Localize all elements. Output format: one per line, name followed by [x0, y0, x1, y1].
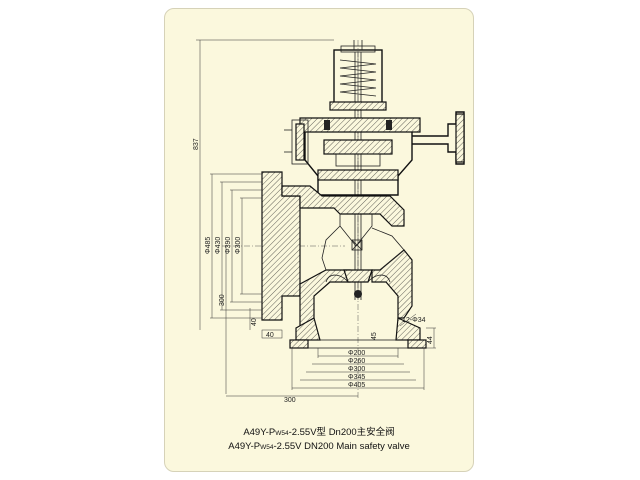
dim-300-horizontal: 300: [284, 397, 296, 404]
bonnet: [284, 117, 421, 196]
dim-837: 837: [193, 138, 200, 150]
dim-d390: Φ390: [225, 237, 232, 254]
dim-d345: Φ345: [348, 374, 365, 381]
dim-d405: Φ405: [348, 382, 365, 389]
caption-chinese: A49Y-PW54-2.55V型 Dn200主安全阀: [243, 427, 395, 438]
dim-44: 44: [427, 336, 434, 344]
dim-45: 45: [371, 332, 378, 340]
dim-12-d34: 12-Φ34: [402, 317, 426, 324]
drawing-card: [164, 8, 474, 472]
dim-d485: Φ485: [205, 237, 212, 254]
dim-d300-vertical: Φ300: [235, 237, 242, 254]
valve-body: [261, 171, 427, 349]
dim-40-a: 40: [251, 318, 258, 326]
dim-d300: Φ300: [348, 366, 365, 373]
dim-40-b: 40: [266, 332, 274, 339]
dimension-lines: [196, 39, 436, 397]
dim-d260: Φ260: [348, 358, 365, 365]
dim-d200: Φ200: [348, 350, 365, 357]
dim-300-vertical: 300: [219, 294, 226, 306]
outlet-branch: [412, 111, 465, 165]
caption-english: A49Y-PW54-2.55V DN200 Main safety valve: [228, 441, 410, 452]
dim-d430: Φ430: [215, 237, 222, 254]
